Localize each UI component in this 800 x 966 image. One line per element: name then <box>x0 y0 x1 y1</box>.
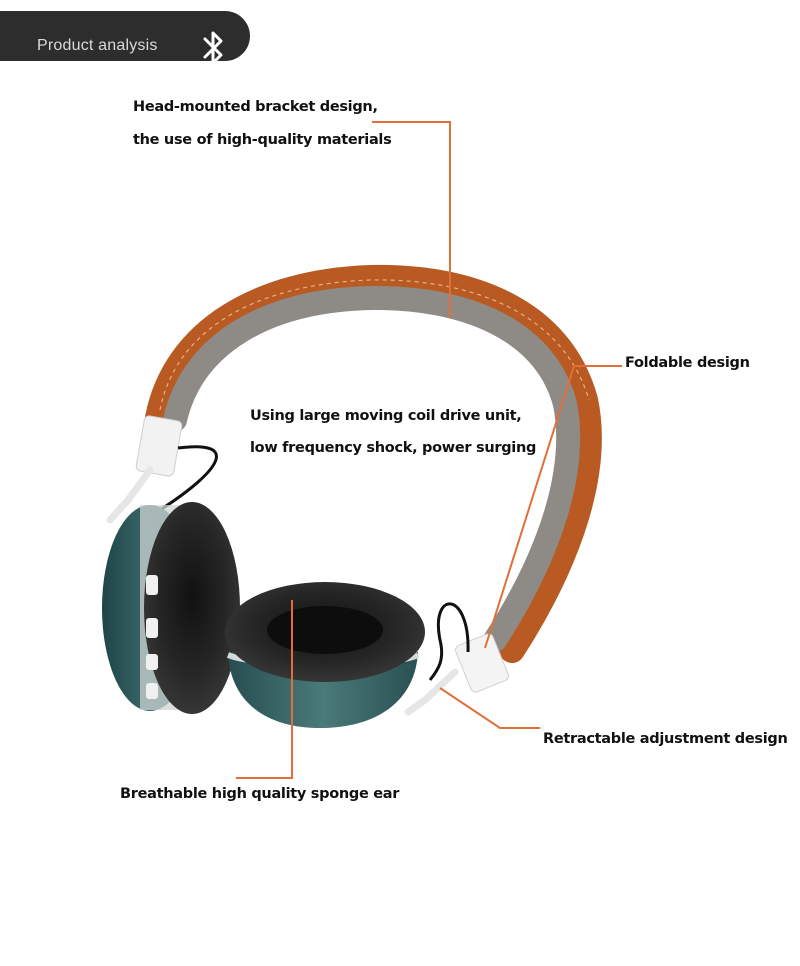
leader-retractable <box>439 687 540 729</box>
callout-earpad: Breathable high quality sponge ear <box>120 786 400 802</box>
leader-foldable <box>484 365 622 649</box>
leader-earpad <box>236 600 293 779</box>
button-power <box>146 575 158 595</box>
right-yoke <box>404 668 459 716</box>
left-hinge <box>135 415 183 477</box>
headband-felt <box>163 285 581 652</box>
right-earpad-inner <box>267 606 383 654</box>
banner-title: Product analysis <box>37 37 158 54</box>
button-mode <box>146 683 158 699</box>
callout-foldable: Foldable design <box>625 355 750 371</box>
bluetooth-icon <box>203 31 223 65</box>
left-yoke <box>106 466 154 524</box>
leader-lines <box>236 121 622 779</box>
headband-leather <box>145 264 602 663</box>
button-next <box>146 654 158 670</box>
leader-headband <box>372 121 451 318</box>
callout-headband-line2: the use of high-quality materials <box>133 132 392 148</box>
product-analysis-banner: Product analysis <box>0 11 250 65</box>
callout-retractable: Retractable adjustment design <box>543 731 788 747</box>
right-cable <box>428 602 470 681</box>
headband-stitching <box>159 279 590 411</box>
callout-driver-line1: Using large moving coil drive unit, <box>250 408 522 424</box>
button-prev <box>146 618 158 638</box>
callout-driver-line2: low frequency shock, power surging <box>250 440 537 456</box>
left-earpad <box>144 502 240 714</box>
left-cable <box>159 445 218 512</box>
callout-headband-line1: Head-mounted bracket design, <box>133 99 378 115</box>
